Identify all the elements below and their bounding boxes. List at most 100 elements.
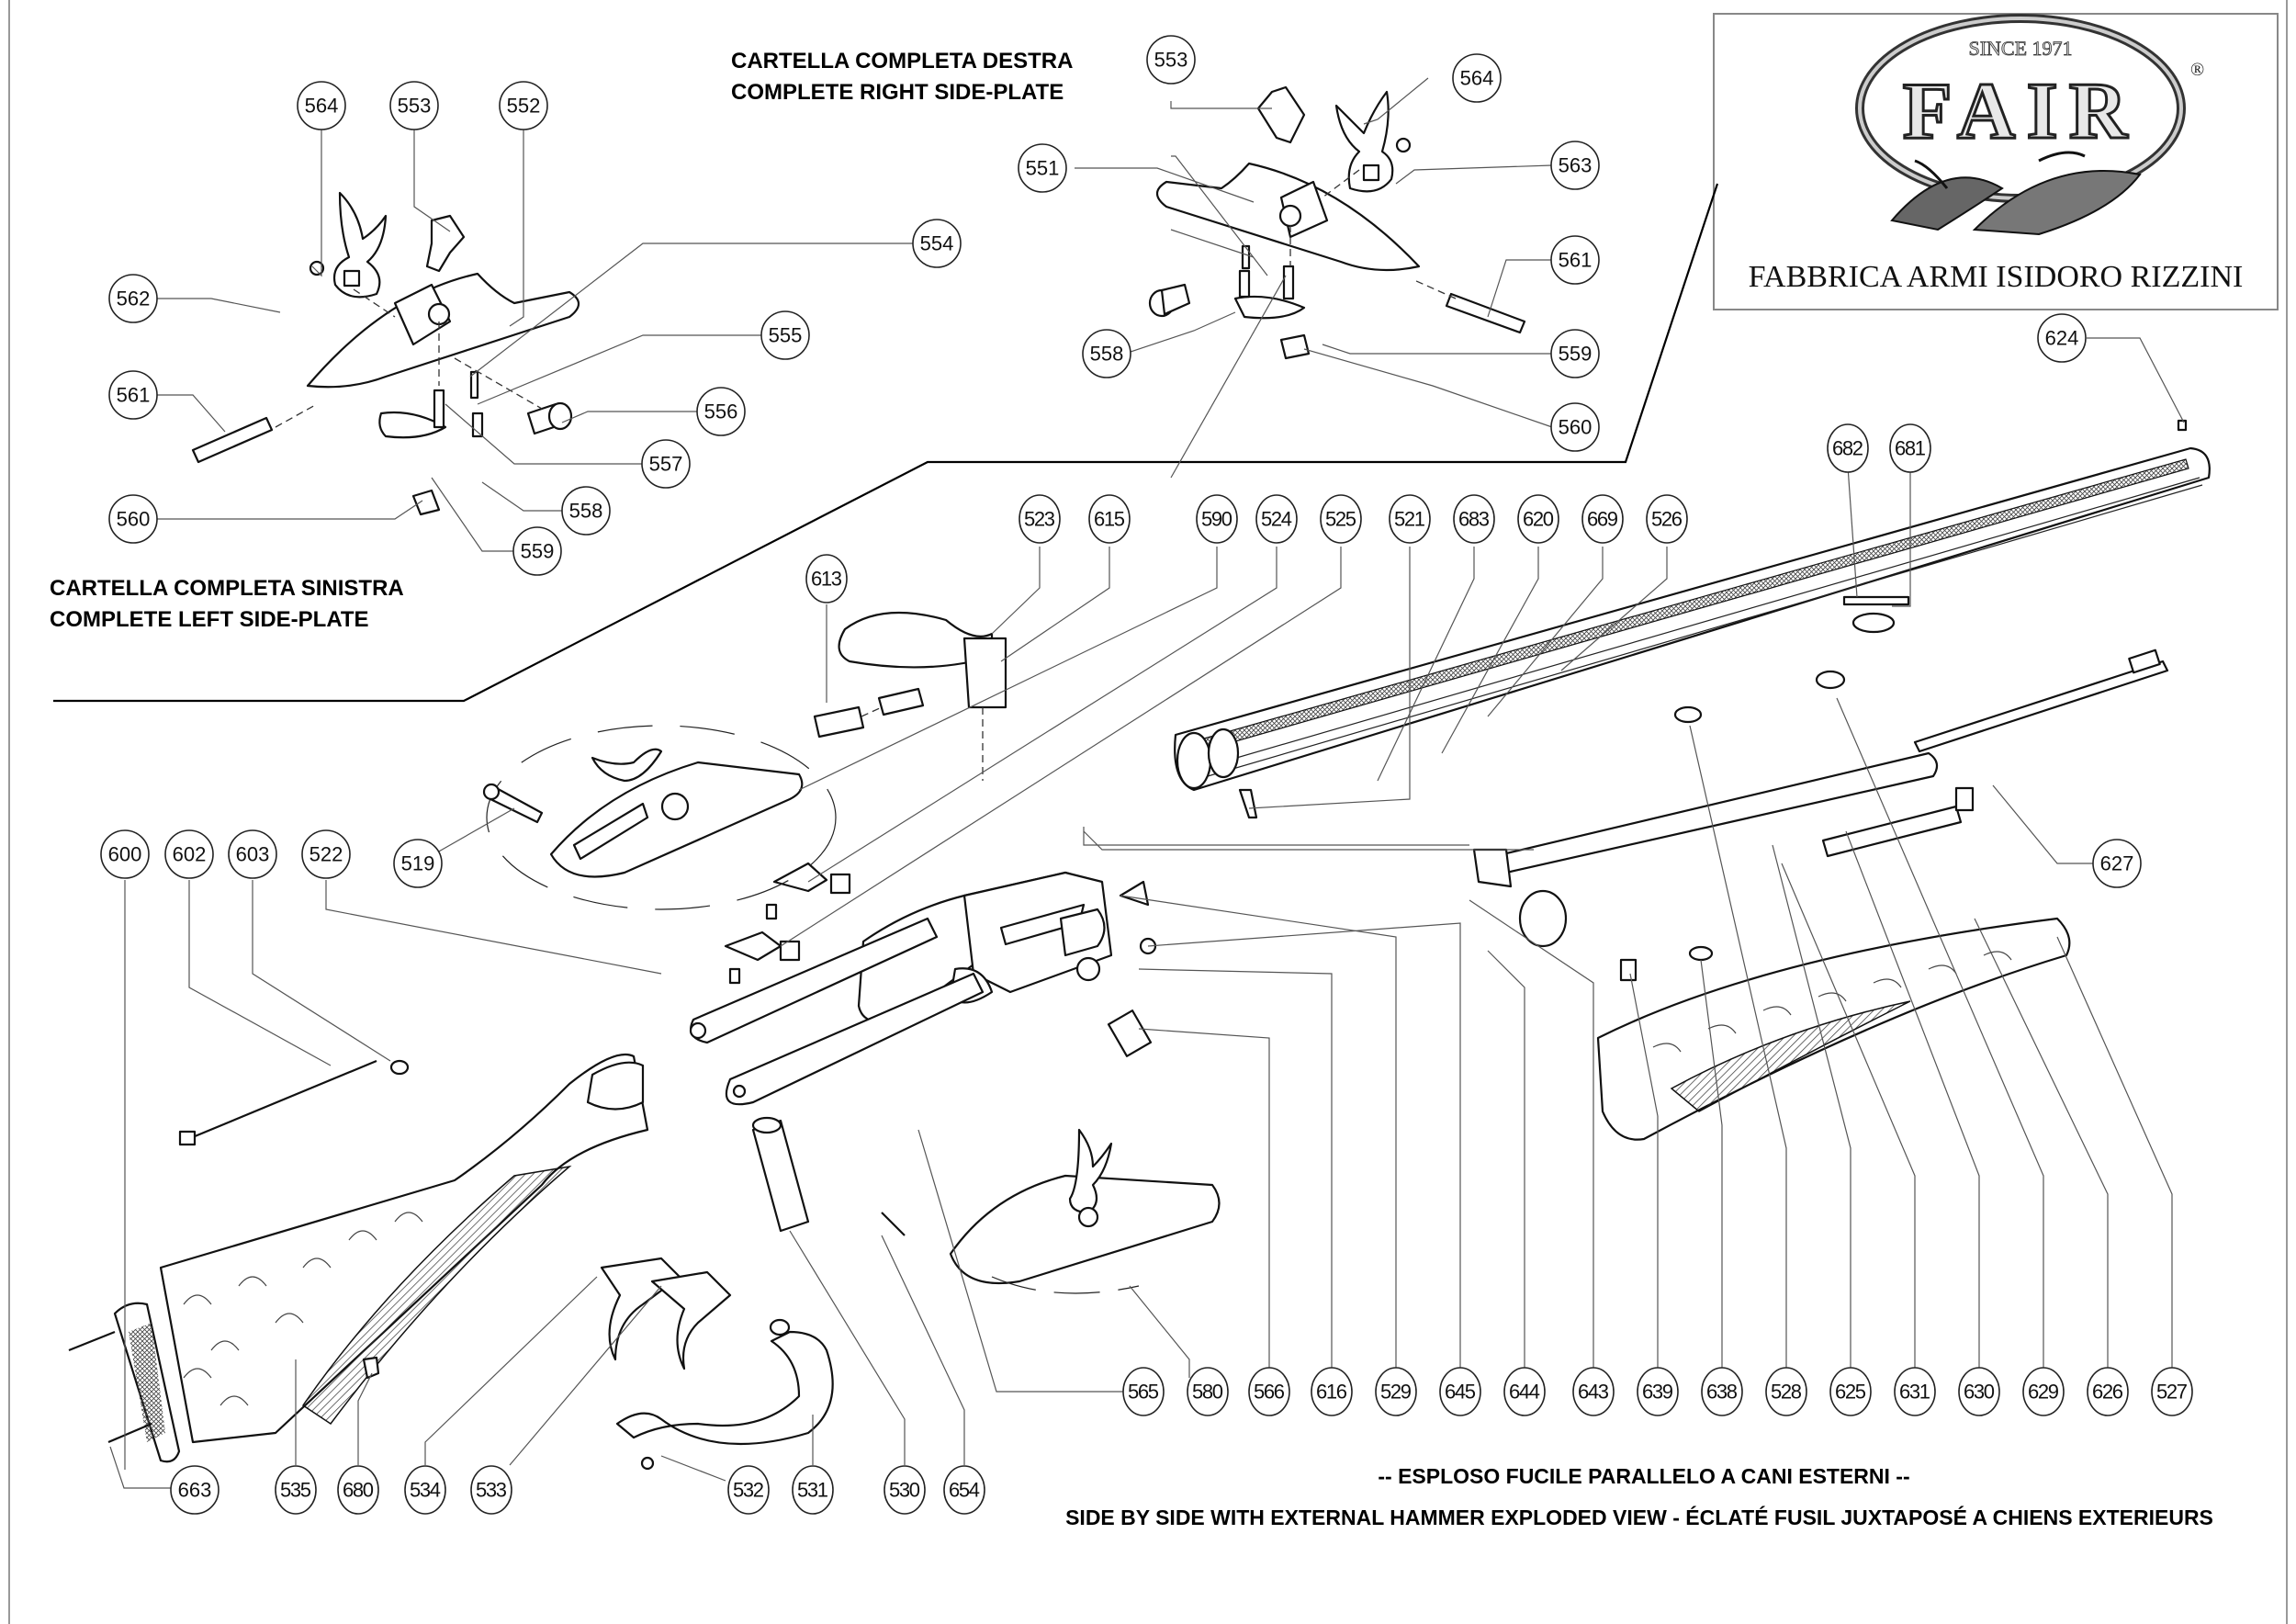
callout-label: 645: [1445, 1381, 1476, 1404]
callout-label: 524: [1261, 508, 1292, 531]
callout-circle: [1088, 494, 1131, 544]
callout-circle: [912, 219, 962, 268]
callout-519: 519: [393, 839, 443, 888]
callout-circle: [108, 274, 158, 323]
callout-label: 556: [704, 400, 738, 423]
callout-label: 551: [1026, 157, 1060, 180]
callout-521: 521: [1389, 494, 1431, 544]
callout-circle: [1646, 494, 1688, 544]
callout-label: 558: [569, 500, 603, 523]
callout-label: 555: [769, 324, 803, 347]
callout-624: 624: [2037, 313, 2087, 363]
callout-circle: [499, 81, 548, 130]
callout-525: 525: [1320, 494, 1362, 544]
callout-label: 629: [2028, 1381, 2059, 1404]
callout-559: 559: [512, 526, 562, 576]
callout-label: 566: [1254, 1381, 1285, 1404]
callout-616: 616: [1311, 1367, 1353, 1416]
callout-circle: [1550, 235, 1600, 285]
callout-560: 560: [1550, 402, 1600, 452]
callout-circle: [1572, 1367, 1615, 1416]
callout-603: 603: [228, 829, 277, 879]
logo-registered: ®: [2190, 60, 2204, 80]
callout-circle: [170, 1465, 219, 1515]
callout-circle: [108, 494, 158, 544]
callout-circle: [337, 1465, 379, 1515]
callout-557: 557: [641, 439, 691, 489]
callout-label: 533: [476, 1479, 507, 1502]
left-plate-title: CARTELLA COMPLETA SINISTRA COMPLETE LEFT…: [50, 576, 404, 632]
callout-531: 531: [792, 1465, 834, 1515]
callout-label: 565: [1128, 1381, 1159, 1404]
callout-label: 561: [1559, 249, 1593, 272]
callout-circle: [2092, 839, 2142, 888]
callout-circle: [1018, 143, 1067, 193]
callout-circle: [2022, 1367, 2065, 1416]
callout-label: 552: [507, 95, 541, 118]
callout-label: 560: [117, 508, 151, 531]
callout-circle: [1453, 494, 1495, 544]
callout-circle: [393, 839, 443, 888]
callout-529: 529: [1375, 1367, 1417, 1416]
callout-label: 644: [1509, 1381, 1540, 1404]
callout-label: 626: [2092, 1381, 2123, 1404]
callout-circle: [1827, 423, 1869, 473]
logo-company-name: FABBRICA ARMI ISIDORO RIZZINI: [1749, 260, 2244, 294]
callout-label: 616: [1316, 1381, 1347, 1404]
callout-label: 631: [1899, 1381, 1930, 1404]
callout-circle: [641, 439, 691, 489]
callout-654: 654: [943, 1465, 985, 1515]
callout-label: 669: [1587, 508, 1618, 531]
callout-label: 643: [1578, 1381, 1609, 1404]
callout-600: 600: [100, 829, 150, 879]
callout-label: 624: [2045, 327, 2079, 350]
callout-circle: [1829, 1367, 1872, 1416]
callout-circle: [1517, 494, 1559, 544]
forend-iron: [1472, 670, 1975, 948]
callout-circle: [1122, 1367, 1165, 1416]
callout-circle: [1550, 329, 1600, 378]
right-side-plate-assembly: [1148, 85, 1526, 360]
callout-label: 681: [1895, 437, 1926, 460]
cleaning-rod: [1913, 660, 2169, 753]
callout-circle: [1082, 329, 1131, 378]
callout-524: 524: [1255, 494, 1298, 544]
callout-circle: [1452, 53, 1502, 103]
callout-label: 680: [343, 1479, 374, 1502]
callout-669: 669: [1581, 494, 1624, 544]
callout-label: 564: [1460, 67, 1494, 90]
callout-562: 562: [108, 274, 158, 323]
callout-label: 527: [2156, 1381, 2188, 1404]
callout-circle: [1255, 494, 1298, 544]
callout-label: 663: [178, 1479, 212, 1502]
main-right-sideplate: [949, 1128, 1221, 1294]
left-tumbler: [425, 214, 466, 273]
callout-label: 602: [173, 843, 207, 866]
callout-522: 522: [301, 829, 351, 879]
callout-566: 566: [1248, 1367, 1290, 1416]
callout-circle: [884, 1465, 926, 1515]
svg-text:-- ESPLOSO FUCILE PARALLELO A: -- ESPLOSO FUCILE PARALLELO A CANI ESTER…: [1378, 1464, 1909, 1488]
callout-527: 527: [2151, 1367, 2193, 1416]
callout-631: 631: [1894, 1367, 1936, 1416]
callout-circle: [696, 387, 746, 436]
callout-circle: [1581, 494, 1624, 544]
left-lock-plate: [306, 272, 580, 389]
callout-label: 530: [889, 1479, 920, 1502]
callout-label: 526: [1651, 508, 1683, 531]
callout-615: 615: [1088, 494, 1131, 544]
callout-label: 683: [1458, 508, 1490, 531]
callout-534: 534: [404, 1465, 446, 1515]
callout-label: 559: [521, 540, 555, 563]
right-tumbler: [1256, 85, 1306, 144]
callout-label: 639: [1642, 1381, 1673, 1404]
callout-circle: [1311, 1367, 1353, 1416]
forend-wood: [1596, 917, 2071, 1141]
callout-644: 644: [1503, 1367, 1546, 1416]
callout-553: 553: [389, 81, 439, 130]
callout-circle: [301, 829, 351, 879]
callout-643: 643: [1572, 1367, 1615, 1416]
callout-circle: [727, 1465, 770, 1515]
callout-590: 590: [1196, 494, 1238, 544]
